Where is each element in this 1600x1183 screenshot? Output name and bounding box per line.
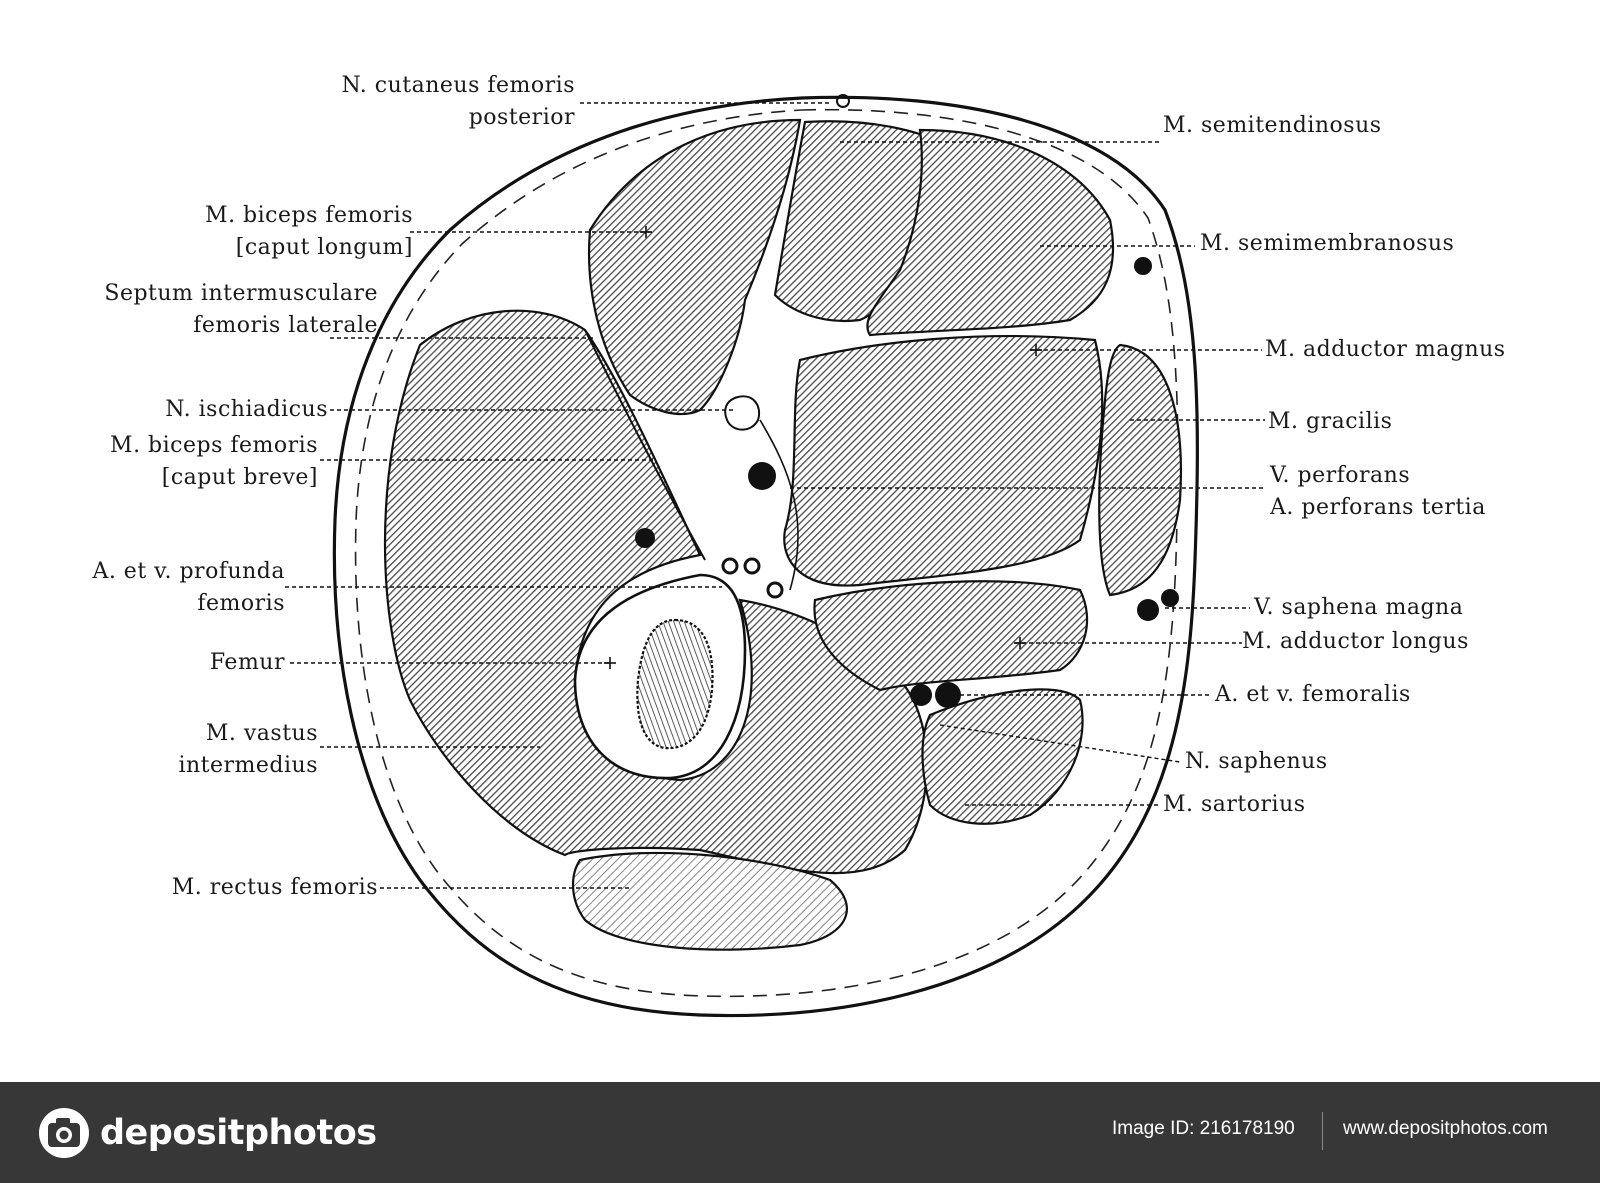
label-n-ischiadicus: N. ischiadicus <box>165 394 328 426</box>
thigh-cross-section <box>0 0 1600 1082</box>
footer-divider <box>1322 1112 1323 1150</box>
brand-name: depositphotos <box>100 1113 377 1153</box>
biceps-vessel <box>635 528 655 548</box>
brand-logo[interactable]: depositphotos <box>38 1106 377 1160</box>
label-v-perforans: V. perforans A. perforans tertia <box>1270 460 1486 524</box>
label-femur: Femur <box>210 647 285 679</box>
camera-icon <box>38 1107 90 1159</box>
label-m-sartorius: M. sartorius <box>1163 789 1306 821</box>
femoral-vein <box>935 682 961 708</box>
label-v-saphena-magna: V. saphena magna <box>1254 592 1463 624</box>
image-id-text: Image ID: 216178190 <box>1112 1118 1295 1140</box>
label-a-et-v-profunda-femoris: A. et v. profunda femoris <box>92 556 285 620</box>
label-n-cutaneus-femoris-posterior: N. cutaneus femoris posterior <box>341 70 575 134</box>
femoral-artery <box>910 684 932 706</box>
perforating-vessel <box>748 462 776 490</box>
label-n-saphenus: N. saphenus <box>1185 746 1328 778</box>
label-m-vastus-intermedius: M. vastus intermedius <box>178 718 318 782</box>
label-m-adductor-magnus: M. adductor magnus <box>1265 334 1506 366</box>
site-link[interactable]: www.depositphotos.com <box>1343 1118 1548 1140</box>
n-ischiadicus <box>725 396 759 429</box>
label-m-adductor-longus: M. adductor longus <box>1242 626 1469 658</box>
label-m-biceps-femoris-caput-breve: M. biceps femoris [caput breve] <box>110 430 318 494</box>
label-m-biceps-femoris-caput-longum: M. biceps femoris [caput longum] <box>205 200 413 264</box>
gracilis-vessel <box>1134 257 1152 275</box>
saphena-magna <box>1137 599 1159 621</box>
label-m-semitendinosus: M. semitendinosus <box>1163 110 1382 142</box>
watermark-footer: depositphotos Image ID: 216178190 www.de… <box>0 1082 1600 1183</box>
label-a-et-v-femoralis: A. et v. femoralis <box>1215 679 1411 711</box>
illustration-stage: N. cutaneus femoris posterior M. biceps … <box>0 0 1600 1082</box>
label-septum-intermusculare: Septum intermusculare femoris laterale <box>104 278 378 342</box>
muscle-adductor-magnus <box>784 336 1102 585</box>
label-m-semimembranosus: M. semimembranosus <box>1200 228 1454 260</box>
label-m-rectus-femoris: M. rectus femoris <box>172 872 378 904</box>
saphena-magna-2 <box>1161 589 1179 607</box>
label-m-gracilis: M. gracilis <box>1268 406 1392 438</box>
femur-marrow <box>637 620 712 748</box>
